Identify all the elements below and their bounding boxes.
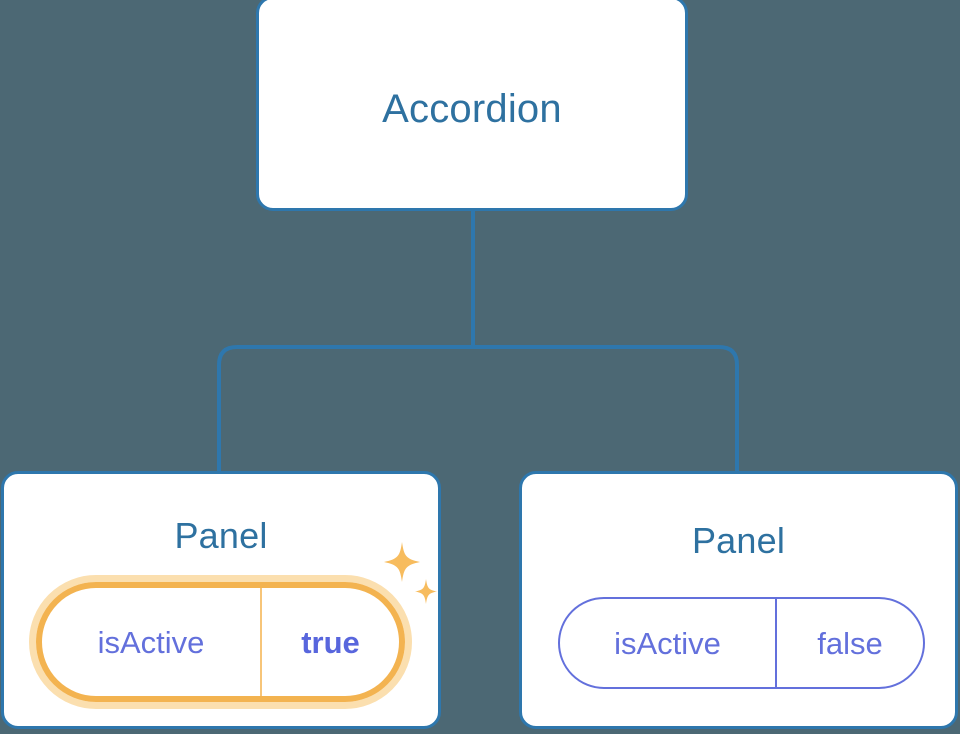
prop-value-right: false: [817, 625, 883, 661]
prop-pill-glow: [29, 575, 412, 709]
prop-value-left: true: [301, 624, 360, 660]
prop-pill-isactive-false[interactable]: isActive false: [558, 597, 925, 689]
node-card-panel-right[interactable]: Panel isActive false: [519, 471, 958, 729]
node-title-panel-right: Panel: [691, 520, 786, 561]
prop-key-left: isActive: [97, 624, 205, 660]
node-title-panel-left: Panel: [174, 515, 268, 556]
connector-child-bus: [217, 345, 739, 475]
node-card-accordion[interactable]: Accordion: [256, 0, 688, 211]
node-title-accordion: Accordion: [382, 87, 562, 131]
prop-pill-isactive-true[interactable]: isActive true: [36, 582, 405, 702]
prop-key-right: isActive: [614, 625, 721, 661]
prop-pill-divider-right: [775, 599, 777, 687]
prop-pill-highlight-wrapper: isActive true: [29, 575, 412, 709]
prop-pill-divider-left: [260, 588, 262, 696]
